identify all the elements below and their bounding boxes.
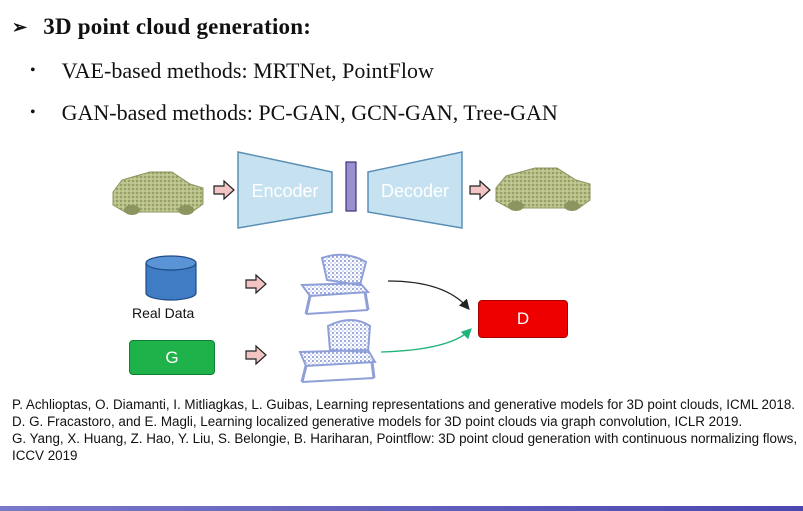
heading-arrow-bullet: ➢ [12, 16, 28, 37]
heading-text: 3D point cloud generation: [43, 14, 312, 39]
generator-block: G [129, 340, 215, 375]
decoder-block [367, 151, 463, 229]
slide-heading: ➢ 3D point cloud generation: [12, 14, 311, 40]
output-car-pointcloud [495, 167, 591, 211]
reference-item: G. Yang, X. Huang, Z. Hao, Y. Liu, S. Be… [12, 431, 798, 463]
bullet-vae: • VAE-based methods: MRTNet, PointFlow [30, 58, 434, 84]
bullet-gan: • GAN-based methods: PC-GAN, GCN-GAN, Tr… [30, 100, 558, 126]
encoder-label: Encoder [251, 181, 318, 201]
generated-chair-pointcloud [298, 319, 377, 383]
bullet-dot: • [30, 104, 36, 121]
arrow-real-to-chair-icon [245, 273, 267, 295]
input-car-pointcloud [112, 171, 204, 215]
real-chair-pointcloud [300, 253, 371, 315]
reference-item: P. Achlioptas, O. Diamanti, I. Mitliagka… [12, 397, 796, 412]
real-to-d-curve [387, 280, 470, 310]
fake-to-d-curve [380, 328, 472, 353]
real-data-label: Real Data [132, 305, 195, 321]
reference-item: D. G. Fracastoro, and E. Magli, Learning… [12, 414, 743, 429]
slide-bottom-bar [0, 506, 803, 511]
real-data-cylinder-icon [145, 255, 197, 301]
bullet-vae-text: VAE-based methods: MRTNet, PointFlow [61, 58, 434, 83]
generator-label: G [165, 347, 179, 367]
discriminator-label: D [516, 309, 530, 328]
latent-code-block [345, 161, 357, 212]
bullet-gan-text: GAN-based methods: PC-GAN, GCN-GAN, Tree… [61, 100, 558, 125]
decoder-label: Decoder [381, 181, 449, 201]
references: P. Achlioptas, O. Diamanti, I. Mitliagka… [12, 396, 798, 464]
arrow-to-encoder-icon [213, 179, 235, 201]
bullet-dot: • [30, 62, 36, 79]
discriminator-block: D [478, 300, 568, 338]
arrow-g-to-chair-icon [245, 344, 267, 366]
encoder-block [237, 151, 333, 229]
arrow-from-decoder-icon [469, 179, 491, 201]
